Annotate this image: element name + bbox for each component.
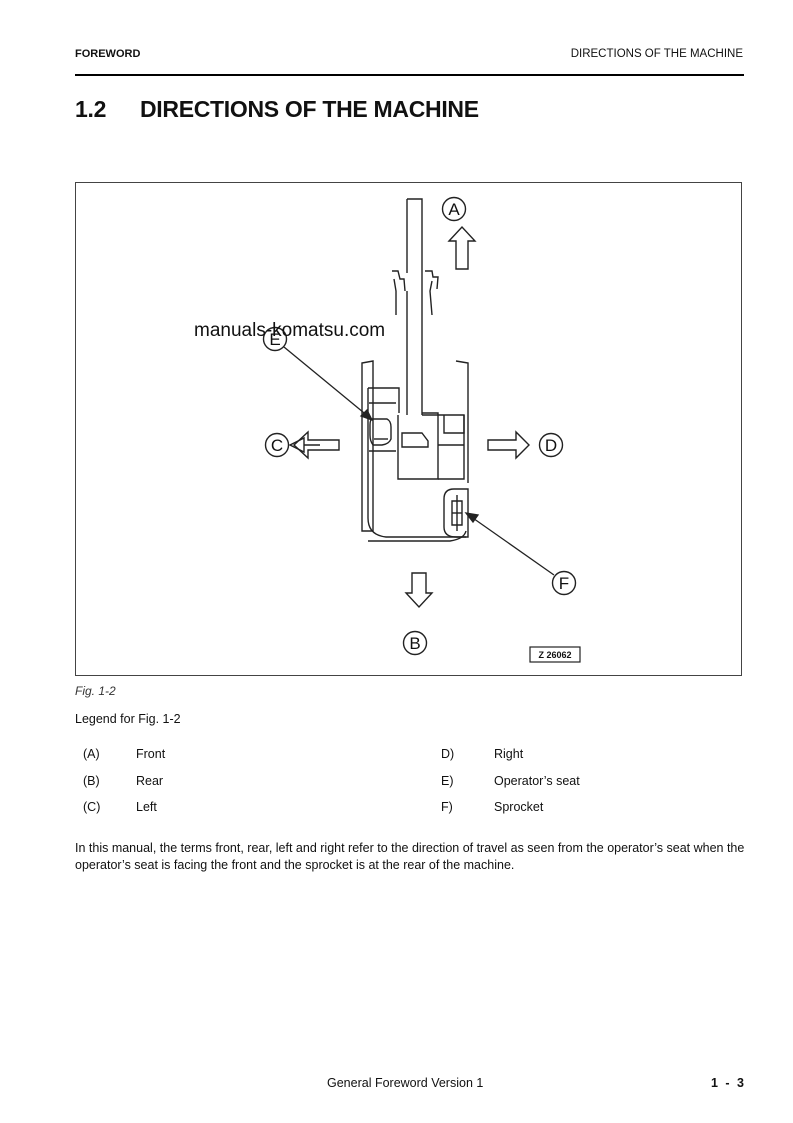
left-track — [361, 360, 374, 532]
legend-value: Rear — [136, 773, 164, 788]
arrow-left — [292, 430, 340, 460]
header-rule — [75, 74, 744, 76]
legend-value: Left — [136, 800, 157, 814]
callout-circle-f — [551, 570, 577, 596]
legend-key: D) — [441, 747, 455, 761]
body-paragraph: In this manual, the terms front, rear, l… — [75, 841, 745, 872]
callout-circle-a — [441, 196, 467, 222]
legend-key: (C) — [83, 800, 101, 814]
legend-key: (A) — [83, 747, 100, 761]
operator-seat — [369, 418, 392, 446]
callout-a: A — [448, 200, 460, 219]
figure-directions-diagram: A B C D E F Z 26062 manuals-komatsu.com — [75, 182, 742, 676]
callout-c: C — [271, 436, 283, 455]
callout-circle-e — [262, 326, 288, 352]
arrow-rear — [404, 572, 434, 609]
legend-value: Operator’s seat — [494, 773, 580, 788]
watermark-text: manuals-komatsu.com — [194, 320, 385, 341]
footer-document-version: General Foreword Version 1 — [327, 1076, 484, 1090]
right-track — [455, 360, 469, 483]
sprocket-housing — [443, 488, 469, 538]
arrow-front — [447, 225, 477, 270]
legend-row: (B) Rear E) Operator’s seat — [75, 774, 744, 801]
header-chapter-title: DIRECTIONS OF THE MACHINE — [570, 48, 743, 60]
legend-table: (A) Front D) Right (B) Rear E) Operator’… — [75, 747, 744, 827]
legend-title: Legend for Fig. 1-2 — [75, 712, 181, 726]
section-heading: 1.2 DIRECTIONS OF THE MACHINE — [75, 96, 479, 123]
callout-circle-b — [402, 630, 428, 656]
drawing-code-box — [529, 646, 581, 663]
machine-top-view-drawing: A B C D E F Z 26062 manuals-komatsu.com — [194, 196, 581, 663]
section-title: DIRECTIONS OF THE MACHINE — [140, 96, 479, 122]
legend-key: E) — [441, 773, 454, 788]
header-section-label: FOREWORD — [75, 48, 141, 60]
legend-key: (B) — [83, 773, 100, 788]
callout-d: D — [545, 436, 557, 455]
legend-key: F) — [441, 800, 453, 814]
callout-circle-c — [264, 432, 290, 458]
legend-row: (A) Front D) Right — [75, 747, 744, 774]
callout-f: F — [559, 574, 569, 593]
legend-row: (C) Left F) Sprocket — [75, 800, 744, 827]
callout-b: B — [409, 634, 420, 653]
footer-page-number: 1 - 3 — [710, 1076, 744, 1090]
legend-value: Sprocket — [494, 800, 544, 814]
arrow-right — [487, 430, 530, 460]
figure-caption: Fig. 1-2 — [75, 684, 116, 698]
legend-value: Front — [136, 747, 166, 761]
legend-value: Right — [494, 747, 524, 761]
callout-circle-d — [538, 432, 564, 458]
boom-outline — [407, 198, 423, 415]
callout-e: E — [269, 330, 280, 349]
drawing-code: Z 26062 — [538, 650, 571, 660]
section-number: 1.2 — [75, 96, 107, 122]
